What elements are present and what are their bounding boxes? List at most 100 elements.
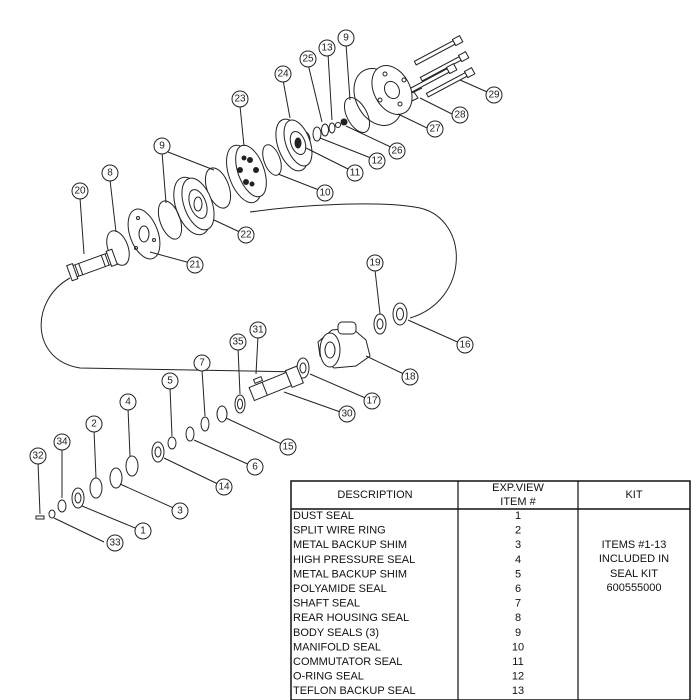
callout-9-mid: 9 [153,137,171,155]
parts-table: DESCRIPTION EXP.VIEW ITEM # KIT DUST SEA… [290,480,691,700]
svg-text:32: 32 [32,451,44,462]
svg-text:28: 28 [454,110,466,121]
svg-text:23: 23 [234,94,246,105]
part-20-drive-link [66,248,118,282]
svg-text:9: 9 [159,141,165,152]
part-16-seal [392,302,408,326]
part-15-ring [216,405,228,423]
table-row-description: BODY SEALS (3) [293,627,379,639]
callout-22: 22 [237,226,255,244]
part-34-ring [57,499,67,513]
part-18-housing [317,321,371,369]
callout-25: 25 [299,50,317,68]
svg-text:10: 10 [319,188,331,199]
svg-text:21: 21 [189,260,201,271]
svg-text:14: 14 [218,482,230,493]
table-header-exp-view: EXP.VIEW [492,482,544,494]
callout-34: 34 [53,433,71,451]
svg-text:27: 27 [429,124,441,135]
kit-line-1: ITEMS #1-13 [602,539,667,551]
callout-32: 32 [29,447,47,465]
table-row-description: COMMUTATOR SEAL [293,656,402,668]
table-row-description: HIGH PRESSURE SEAL [293,554,415,566]
part-35-ring [234,394,246,414]
callout-9-top: 9 [337,29,355,47]
part-6-polyamide-seal [185,426,195,442]
part-13-ring [328,122,336,134]
svg-text:1: 1 [140,526,146,537]
svg-text:9: 9 [343,33,349,44]
table-row-item-number: 3 [515,539,521,551]
assembly-connection-loop [40,203,457,373]
callout-21: 21 [186,256,204,274]
svg-text:17: 17 [366,396,378,407]
callout-18: 18 [401,368,419,386]
svg-text:35: 35 [232,337,244,348]
table-row-item-number: 5 [515,568,521,580]
svg-text:18: 18 [404,372,416,383]
part-2-split-wire-ring [89,477,103,499]
table-row-description: METAL BACKUP SHIM [293,539,407,551]
part-26-balls [335,118,348,128]
table-row-description: REAR HOUSING SEAL [293,612,409,624]
part-7-shaft-seal [200,416,210,432]
callout-30: 30 [338,405,356,423]
table-row-item-number: 10 [512,641,524,653]
svg-text:4: 4 [125,397,131,408]
callout-11: 11 [346,164,364,182]
part-23-manifold [226,144,267,204]
callout-8: 8 [101,164,119,182]
part-14-bearing [151,441,165,463]
table-header-description: DESCRIPTION [337,489,412,501]
part-10-manifold-seal [262,144,282,176]
kit-line-4: 600555000 [606,582,661,594]
table-row-item-number: 8 [515,612,521,624]
table-header-kit: KIT [625,489,642,501]
part-29-bolts [407,34,476,98]
table-row-item-number: 11 [512,656,523,668]
table-row-description: METAL BACKUP SHIM [293,568,407,580]
svg-text:31: 31 [252,325,264,336]
svg-text:34: 34 [56,437,68,448]
part-3-backup-shim [109,467,123,489]
part-31-key [252,375,264,385]
callout-7: 7 [193,354,211,372]
table-row-description: TEFLON BACKUP SEAL [293,685,416,697]
table-row-description: MANIFOLD SEAL [293,641,381,653]
table-row-item-number: 12 [512,671,524,683]
callout-14: 14 [215,478,233,496]
svg-text:12: 12 [371,156,383,167]
svg-text:26: 26 [391,146,403,157]
svg-text:7: 7 [199,358,205,369]
part-19-seal [373,313,387,335]
table-row-description: SPLIT WIRE RING [293,525,386,537]
callout-6: 6 [246,458,264,476]
kit-line-2: INCLUDED IN [599,553,669,565]
callout-29: 29 [485,86,503,104]
part-4-high-pressure-seal [125,455,139,477]
callout-27: 27 [426,120,444,138]
callout-28: 28 [451,106,469,124]
table-header-item-number: ITEM # [500,496,536,508]
part-9-body-seal-low [157,200,183,240]
svg-text:3: 3 [177,506,183,517]
table-row-description: SHAFT SEAL [293,598,360,610]
svg-text:2: 2 [91,419,97,430]
svg-text:13: 13 [321,43,333,54]
svg-text:11: 11 [350,168,361,179]
part-32-screw [35,515,45,520]
svg-text:5: 5 [167,376,173,387]
part-21-wear-plate [127,208,161,260]
part-9-body-seal-top [343,97,371,133]
callout-5: 5 [161,372,179,390]
table-row-item-number: 6 [515,583,521,595]
svg-text:20: 20 [74,186,86,197]
callout-26: 26 [388,142,406,160]
leader-lines [37,43,495,543]
callout-15: 15 [279,438,297,456]
table-row-item-number: 4 [515,554,521,566]
svg-text:24: 24 [277,69,289,80]
callout-12: 12 [368,152,386,170]
kit-line-3: SEAL KIT [610,568,658,580]
